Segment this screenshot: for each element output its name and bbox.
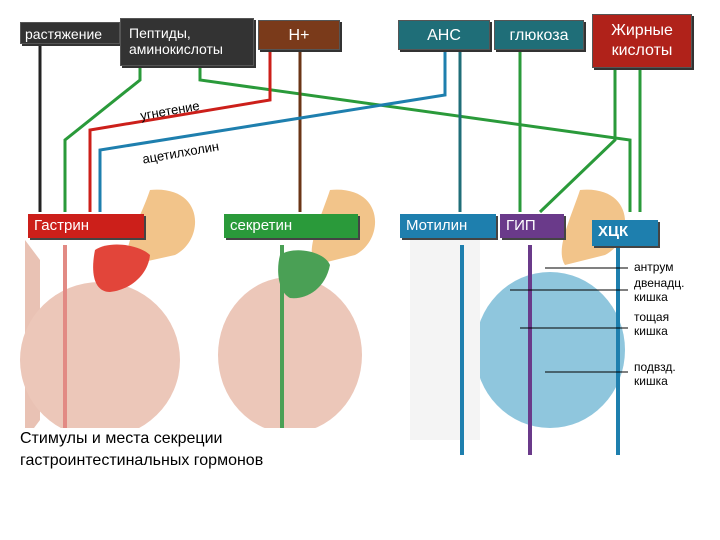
hormone-motilin: Мотилин xyxy=(400,214,496,238)
legend-leaders xyxy=(510,267,628,373)
stimulus-ans: АНС xyxy=(398,20,490,50)
stimulus-stretch: растяжение xyxy=(20,22,120,44)
stimulus-glucose: глюкоза xyxy=(494,20,584,50)
stimulus-wiring xyxy=(38,38,642,214)
legend-antrum: антрум xyxy=(634,260,674,274)
stimulus-fatty-acids: Жирные кислоты xyxy=(592,14,692,68)
stimulus-h-plus: Н+ xyxy=(258,20,340,50)
legend-jejunum: тощая кишка xyxy=(634,310,670,338)
digestive-tract-left xyxy=(20,189,196,440)
hormone-gip: ГИП xyxy=(500,214,564,238)
hormone-cck: ХЦК xyxy=(592,220,658,246)
legend-ileum: подвзд. кишка xyxy=(634,360,676,388)
hormone-gastrin: Гастрин xyxy=(28,214,144,238)
secretion-site-bars xyxy=(63,245,620,455)
stimulus-peptides: Пептиды, аминокислоты xyxy=(120,18,254,66)
legend-duodenum: двенадц. кишка xyxy=(634,276,685,304)
hormone-secretin: секретин xyxy=(224,214,358,238)
diagram-caption: Стимулы и места секреции гастроинтестина… xyxy=(20,428,372,472)
